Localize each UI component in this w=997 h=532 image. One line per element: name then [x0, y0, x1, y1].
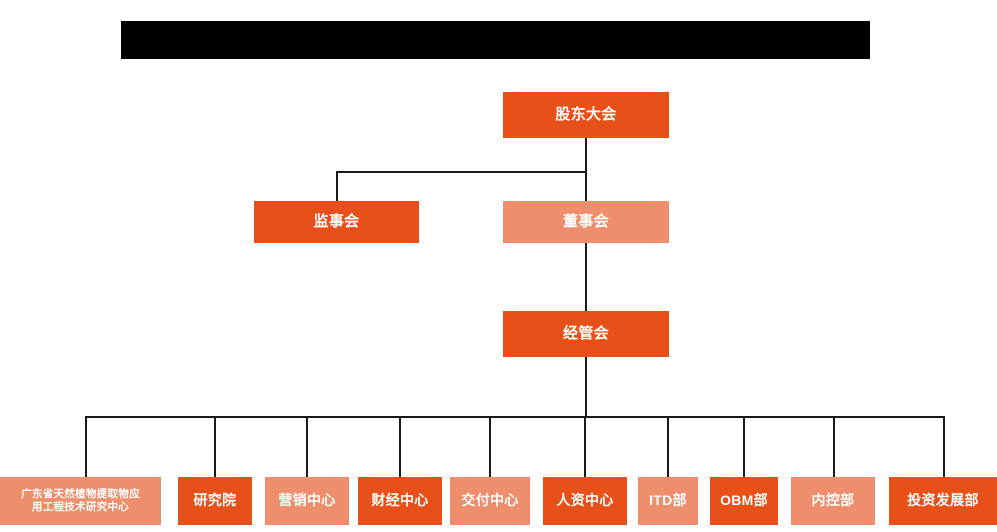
- node-label: 财经中心: [371, 492, 429, 509]
- connector-drop-delivery-center: [489, 416, 491, 477]
- node-hr-center[interactable]: 人资中心: [543, 477, 627, 525]
- node-finance-center[interactable]: 财经中心: [358, 477, 442, 525]
- connector-level2-bus: [336, 171, 587, 173]
- node-board-of-supervisors[interactable]: 监事会: [254, 201, 419, 243]
- node-itd-department[interactable]: ITD部: [638, 477, 698, 525]
- node-investment-development-department[interactable]: 投资发展部: [889, 477, 997, 525]
- connector-drop-hr-center: [584, 416, 586, 477]
- connector-shareholders-down: [585, 138, 587, 172]
- node-internal-control-department[interactable]: 内控部: [791, 477, 875, 525]
- node-label: 股东大会: [555, 105, 617, 123]
- node-label: OBM部: [720, 492, 768, 509]
- node-marketing-center[interactable]: 营销中心: [265, 477, 349, 525]
- node-label: 内控部: [811, 492, 855, 509]
- connector-drop-itd-dept: [667, 416, 669, 477]
- node-label: 人资中心: [556, 492, 614, 509]
- node-label: 营销中心: [278, 492, 336, 509]
- node-delivery-center[interactable]: 交付中心: [450, 477, 530, 525]
- connector-drop-internal-control: [833, 416, 835, 477]
- node-obm-department[interactable]: OBM部: [710, 477, 778, 525]
- node-label: 研究院: [193, 492, 237, 509]
- connector-management-down: [585, 357, 587, 418]
- node-label-line2: 用工程技术研究中心: [31, 501, 130, 513]
- node-guangdong-plant-extract-research-center[interactable]: 广东省天然植物提取物应 用工程技术研究中心: [0, 477, 161, 525]
- node-management-committee[interactable]: 经管会: [503, 311, 669, 357]
- connector-drop-obm-dept: [743, 416, 745, 477]
- node-label: 董事会: [563, 212, 609, 230]
- connector-directors-to-management: [585, 243, 587, 311]
- connector-drop-research-center: [85, 416, 87, 477]
- node-label: 经管会: [563, 324, 609, 342]
- node-shareholders-meeting[interactable]: 股东大会: [503, 92, 669, 138]
- node-board-of-directors[interactable]: 董事会: [503, 201, 669, 243]
- node-label: 监事会: [313, 212, 360, 230]
- connector-drop-finance-center: [399, 416, 401, 477]
- node-label: ITD部: [649, 492, 687, 509]
- connector-departments-bus: [85, 416, 944, 418]
- node-label-line1: 广东省天然植物提取物应: [21, 488, 140, 501]
- node-label: 交付中心: [461, 492, 519, 509]
- connector-supervisors-drop: [336, 171, 338, 201]
- connector-directors-drop: [585, 171, 587, 201]
- connector-drop-investment-dept: [943, 416, 945, 477]
- node-research-institute[interactable]: 研究院: [178, 477, 252, 525]
- redaction-bar: [121, 21, 870, 59]
- node-label: 投资发展部: [907, 492, 979, 509]
- connector-drop-marketing-center: [306, 416, 308, 477]
- connector-drop-institute: [214, 416, 216, 477]
